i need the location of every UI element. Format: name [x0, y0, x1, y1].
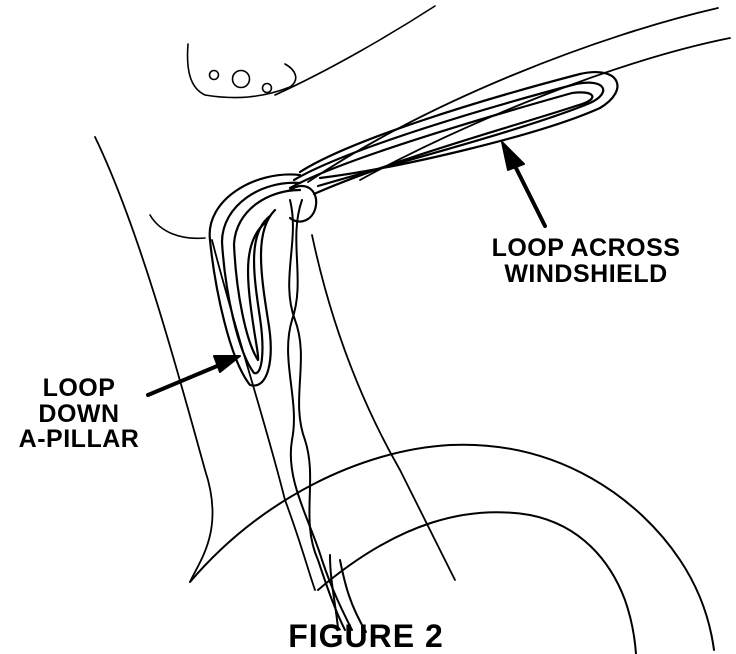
- headliner-edge: [274, 5, 436, 96]
- windshield-loop: [288, 71, 619, 196]
- a-pillar-loop: [208, 173, 302, 387]
- pillar-label-line-2: DOWN: [38, 399, 120, 428]
- bracket-hole-large: [231, 69, 251, 89]
- windshield-label-line-1: LOOP ACROSS: [491, 234, 681, 262]
- windshield-edge-lower: [359, 37, 731, 181]
- pillar-loop-label: LOOP DOWN A-PILLAR: [14, 374, 144, 453]
- windshield-arrow-shaft: [510, 158, 547, 228]
- pillar-label-line-3: A-PILLAR: [18, 425, 140, 453]
- windshield-arrow-head: [501, 141, 525, 171]
- wire-bundle-knot: [288, 184, 318, 223]
- dashboard-outer-curve: [189, 443, 715, 651]
- pillar-arrow-shaft: [146, 362, 224, 397]
- dome-light-bracket: [186, 43, 297, 99]
- figure-caption: FIGURE 2: [288, 618, 444, 654]
- windshield-loop-label: LOOP ACROSS WINDSHIELD: [476, 234, 696, 288]
- a-pillar-outer-edge: [94, 136, 214, 583]
- dashboard-inner-curve: [317, 511, 637, 654]
- pillar-label-line-1: LOOP: [42, 374, 116, 402]
- a-pillar-trim-face-right: [311, 234, 456, 581]
- windshield-label-line-2: WINDSHIELD: [504, 259, 668, 288]
- bracket-hole-small-left: [208, 69, 220, 81]
- twisted-wire: [287, 199, 367, 633]
- a-pillar-trim-left: [149, 214, 206, 240]
- bracket-hole-small-right: [261, 82, 273, 94]
- pillar-arrow-head: [213, 355, 241, 373]
